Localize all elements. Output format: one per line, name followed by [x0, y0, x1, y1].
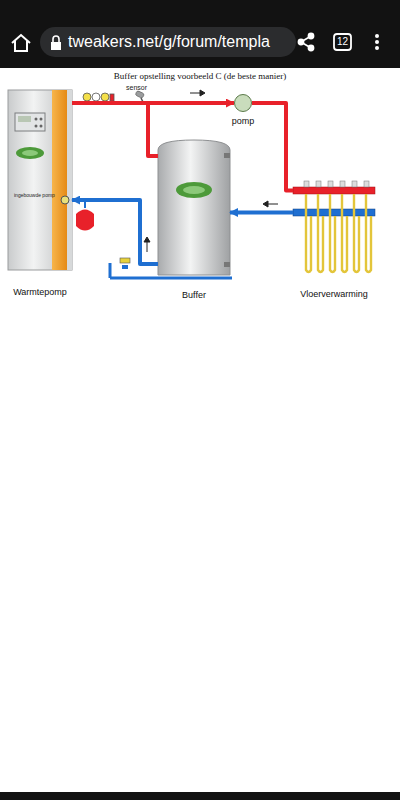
buffer-tank — [158, 140, 230, 275]
floor-loop — [354, 194, 359, 272]
node-label: Warmtepomp — [13, 288, 67, 298]
bottom-bar — [0, 792, 400, 800]
valve-cap — [304, 181, 309, 187]
floor-loop — [366, 194, 371, 272]
valve-cap — [316, 181, 321, 187]
gauges — [83, 93, 114, 101]
pump-circle: pomp — [234, 94, 252, 112]
floor-loop — [330, 194, 335, 272]
flow-arrow — [144, 90, 278, 252]
valve-cap — [364, 181, 369, 187]
pipe-connector — [252, 103, 293, 191]
menu-dots — [375, 34, 379, 50]
browser-bar — [0, 0, 400, 68]
pipe-connector — [72, 200, 158, 264]
sensor-symbol — [135, 90, 144, 102]
valve-cap — [352, 181, 357, 187]
expansion-vessel — [76, 200, 94, 231]
home-icon — [12, 35, 30, 51]
diagram-title: Buffer opstelling voorbeeld C (de beste … — [114, 72, 286, 82]
tab-count: 12 — [337, 36, 348, 47]
pipe-connector — [72, 103, 158, 156]
manifold — [293, 181, 375, 272]
node-label: Buffer — [182, 291, 206, 301]
heat-pump-unit — [8, 90, 72, 270]
tab-counter — [334, 34, 351, 50]
drain-tap — [110, 258, 232, 278]
floor-loop — [342, 194, 347, 272]
heat-pump-box: Warmtepomp — [8, 90, 72, 270]
valve-cap — [340, 181, 345, 187]
pump-label: ingebouwde pomp — [14, 193, 55, 199]
sensor-label: sensor — [126, 84, 147, 92]
valve-cap — [328, 181, 333, 187]
url-field — [40, 27, 296, 57]
floor-loop — [306, 194, 311, 272]
lock-icon — [51, 36, 61, 50]
manifold-box: Vloerverwarming — [293, 181, 375, 274]
node-label: pomp — [232, 117, 255, 127]
url-text: tweakers.net/g/forum/templa — [68, 33, 270, 51]
share-icon — [298, 33, 313, 50]
buffer-box: Buffer — [158, 140, 230, 275]
floor-loop — [318, 194, 323, 272]
pipe-connector — [230, 211, 293, 215]
node-label: Vloerverwarming — [300, 290, 368, 300]
